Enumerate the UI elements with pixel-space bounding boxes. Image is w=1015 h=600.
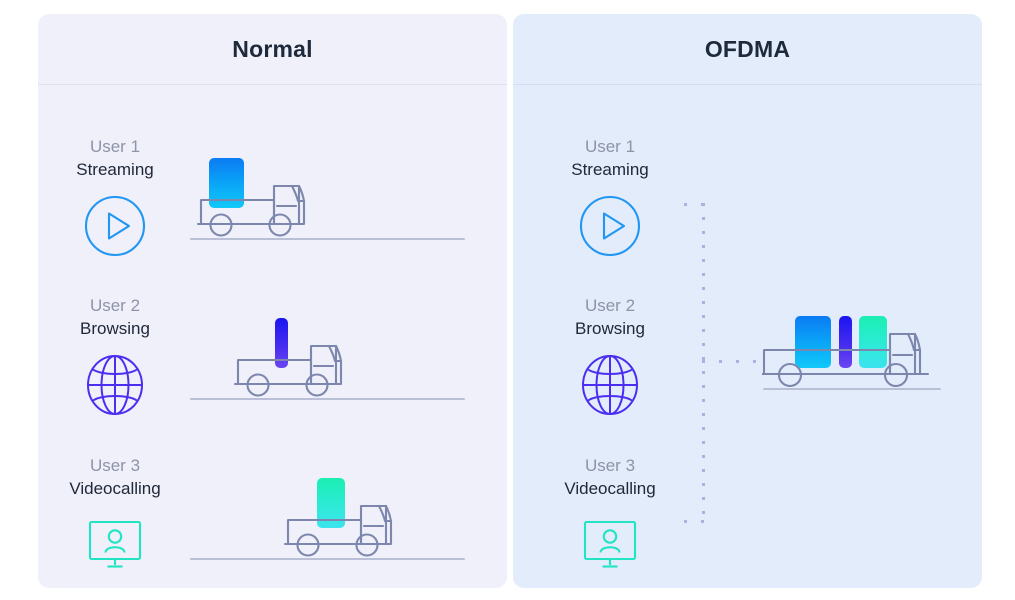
panel-ofdma: OFDMA [513, 14, 982, 588]
user-label: User 2 [89, 296, 141, 315]
connector-dotted-to-truck [702, 360, 758, 363]
video-monitor-icon [25, 515, 205, 575]
ground-line-row1 [190, 238, 465, 240]
play-circle-icon [25, 195, 205, 257]
ground-line-row2 [190, 398, 465, 400]
activity-label: Videocalling [69, 479, 161, 498]
user-block-ofdma-2: User 2 Browsing [520, 295, 700, 415]
activity-label: Browsing [575, 319, 645, 338]
user-block-ofdma-3: User 3 Videocalling [520, 455, 700, 575]
ground-line-ofdma [763, 388, 941, 390]
globe-icon [25, 355, 205, 415]
ground-line-row3 [190, 558, 465, 560]
truck-icon [233, 344, 343, 397]
panel-ofdma-header: OFDMA [513, 14, 982, 85]
user-label: User 1 [89, 137, 141, 156]
user-label: User 1 [584, 137, 636, 156]
video-monitor-icon [520, 515, 700, 575]
header-divider [513, 84, 982, 85]
user-label: User 3 [584, 456, 636, 475]
play-circle-icon [520, 195, 700, 257]
truck-icon [196, 184, 306, 237]
panel-normal: Normal [38, 14, 507, 588]
globe-icon [520, 355, 700, 415]
activity-label: Streaming [571, 160, 649, 179]
panel-normal-title: Normal [232, 36, 313, 62]
activity-label: Browsing [80, 319, 150, 338]
panel-normal-header: Normal [38, 14, 507, 85]
user-block-ofdma-1: User 1 Streaming [520, 136, 700, 257]
cargo-box-user2 [275, 318, 288, 368]
cargo-box-user3 [859, 316, 887, 368]
panel-ofdma-title: OFDMA [704, 36, 791, 62]
activity-label: Streaming [76, 160, 154, 179]
connector-dotted-bottom [684, 520, 705, 523]
user-block-normal-3: User 3 Videocalling [25, 455, 205, 575]
truck-icon [762, 332, 930, 388]
activity-label: Videocalling [564, 479, 656, 498]
header-divider [38, 84, 507, 85]
user-block-normal-1: User 1 Streaming [25, 136, 205, 257]
cargo-box-user2 [839, 316, 852, 368]
user-block-normal-2: User 2 Browsing [25, 295, 205, 415]
truck-icon [283, 504, 393, 557]
connector-dotted-top [684, 203, 705, 206]
connector-dotted-vertical [702, 203, 705, 523]
cargo-box-user1 [795, 316, 831, 368]
user-label: User 3 [89, 456, 141, 475]
user-label: User 2 [584, 296, 636, 315]
